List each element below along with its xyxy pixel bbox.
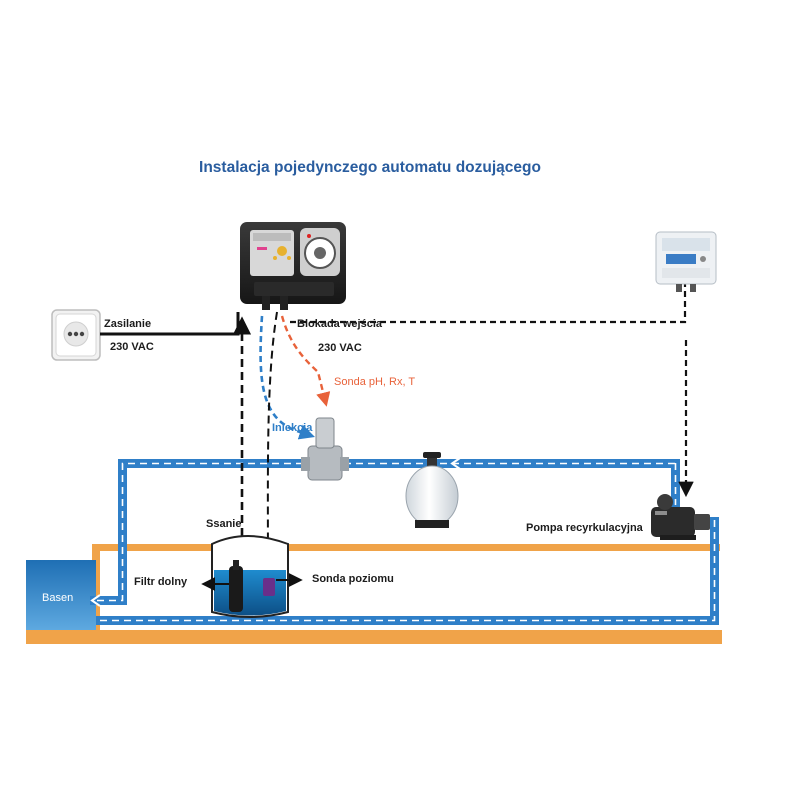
pool-label: Basen — [42, 592, 73, 604]
pool: Basen — [26, 560, 96, 630]
input-lock-label: Blokada wejścia — [297, 318, 383, 330]
power-label: Zasilanie — [104, 318, 151, 330]
sand-filter-icon — [405, 452, 459, 528]
pump-icon — [651, 494, 710, 540]
input-lock-cable — [290, 232, 687, 324]
injection-label: Iniekcja — [272, 422, 313, 434]
chemical-tank-icon — [211, 535, 289, 618]
injection-arrow — [259, 315, 315, 440]
dosing-unit-icon — [240, 222, 346, 310]
level-probe-label: Sonda poziomu — [312, 573, 394, 585]
input-lock-voltage: 230 VAC — [318, 342, 362, 354]
diagram-title: Instalacja pojedynczego automatu dozując… — [199, 159, 541, 176]
recirculation-pipe — [90, 457, 719, 625]
power-voltage: 230 VAC — [110, 341, 154, 353]
control-box-icon — [655, 231, 717, 292]
bottom-filter-label: Filtr dolny — [134, 576, 188, 588]
probe-label: Sonda pH, Rx, T — [334, 376, 415, 388]
pool-frame — [26, 544, 722, 644]
suction-label: Ssanie — [206, 518, 241, 530]
power-socket-icon — [51, 309, 101, 361]
pump-label: Pompa recyrkulacyjna — [526, 522, 644, 534]
probe-arrow — [280, 315, 331, 407]
level-probe-line — [266, 311, 278, 585]
injection-valve-icon — [301, 417, 349, 481]
